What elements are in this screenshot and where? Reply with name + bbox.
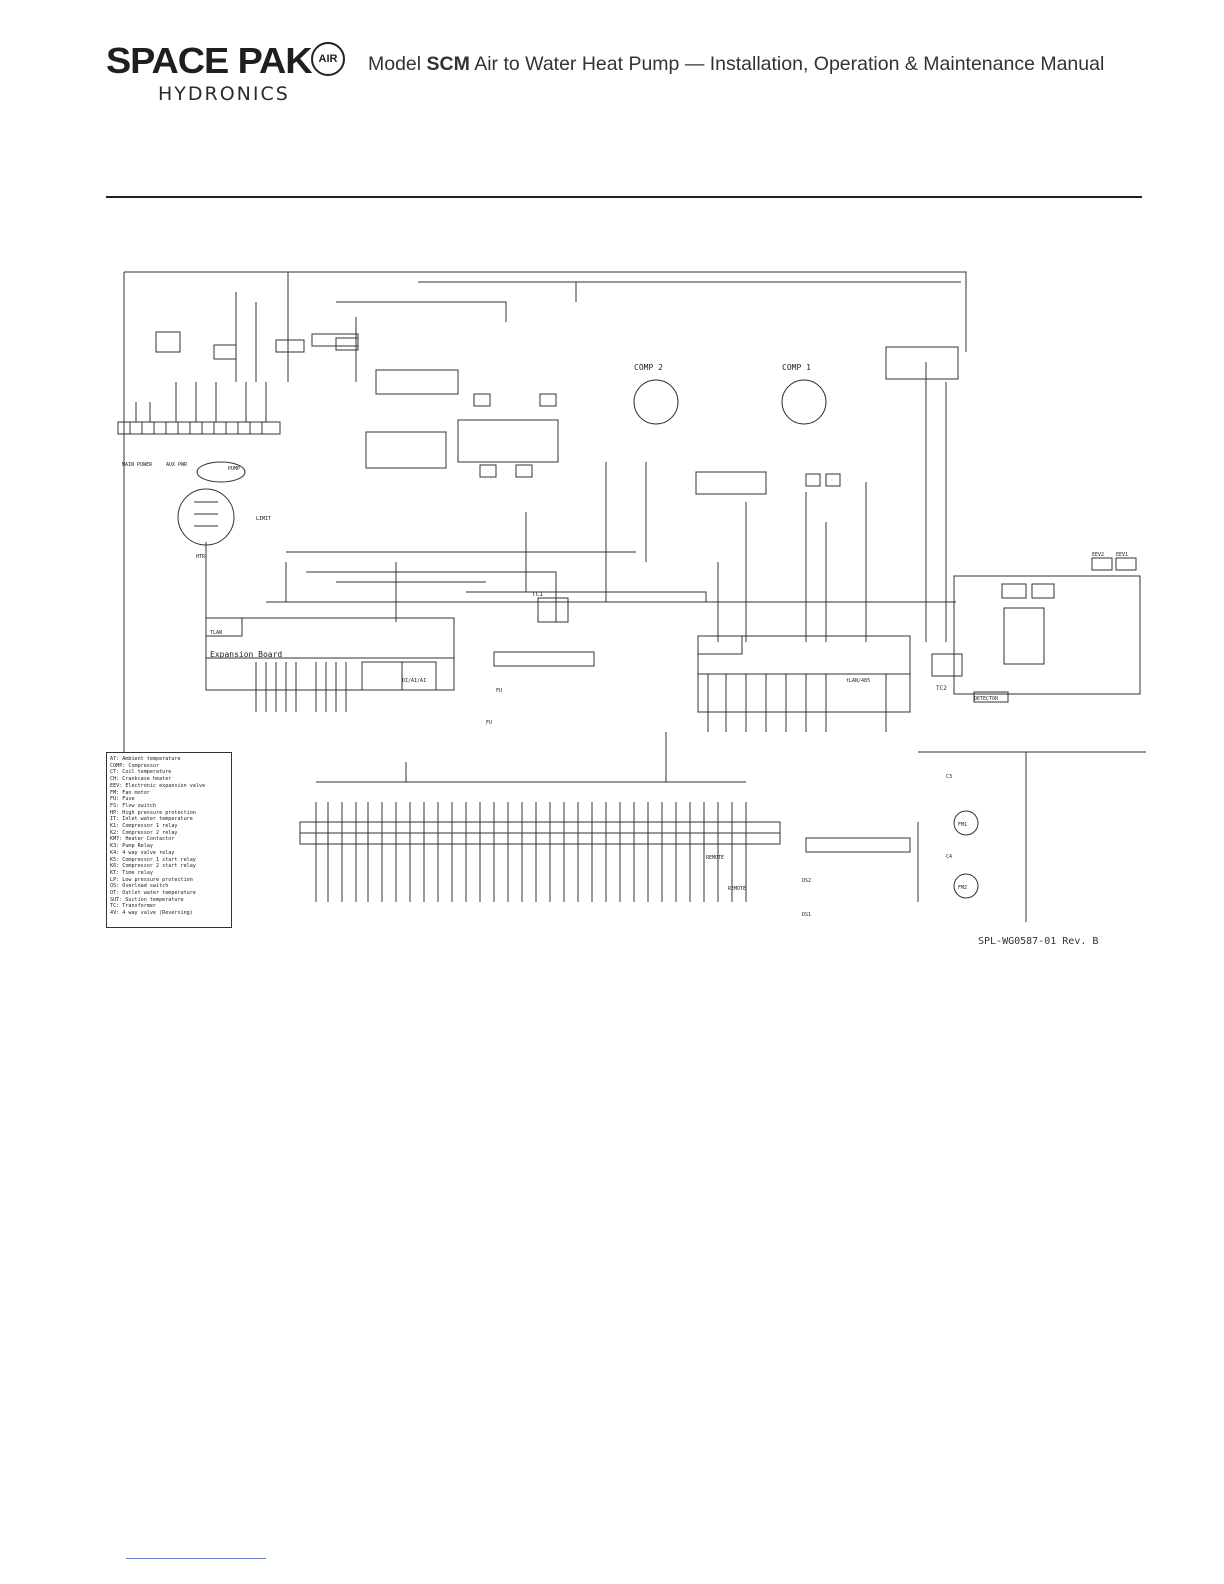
wiring-diagram-svg: COMP 2 COMP 1 Expansion Board MAIN POWER…: [117, 271, 1146, 922]
svg-text:LIMIT: LIMIT: [256, 516, 271, 522]
legend-item: KT: Time relay: [110, 869, 153, 876]
legend-item: FS: Flow switch: [110, 802, 157, 809]
legend-item: CH: Crankcase heater: [110, 776, 172, 783]
svg-text:FU: FU: [496, 688, 502, 694]
space-pak-logo: SPACE PAK AIR HYDRONICS: [106, 40, 346, 106]
header-divider: [106, 196, 1142, 198]
legend-item: FM: Fan motor: [110, 789, 150, 796]
svg-text:Expansion Board: Expansion Board: [210, 650, 282, 659]
svg-text:AUX PWR: AUX PWR: [166, 462, 188, 468]
svg-text:TC2: TC2: [936, 685, 947, 692]
legend-item: OS: Overload switch: [110, 883, 169, 890]
svg-text:FU: FU: [486, 720, 492, 726]
svg-text:FM1: FM1: [958, 822, 967, 828]
svg-text:PUMP: PUMP: [228, 466, 240, 472]
svg-text:HTR: HTR: [196, 554, 206, 560]
svg-text:TLAN: TLAN: [210, 630, 222, 636]
legend-item: K3: Pump Relay: [110, 843, 153, 850]
drawing-number: SPL-WG0587-01 Rev. B: [978, 936, 1099, 947]
wiring-diagram: COMP 2 COMP 1 Expansion Board MAIN POWER…: [106, 262, 1146, 962]
legend-item: TC: Transformer: [110, 903, 157, 910]
page-title: Model SCM Air to Water Heat Pump — Insta…: [368, 53, 1105, 75]
svg-text:EEV2: EEV2: [1092, 552, 1104, 558]
legend-item: AT: Ambient temperature: [110, 756, 181, 762]
legend-item: LP: Low pressure protection: [110, 876, 193, 883]
svg-text:C4: C4: [946, 854, 952, 860]
legend-item: IT: Inlet water temperature: [110, 816, 193, 823]
svg-text:DETECTOR: DETECTOR: [974, 696, 999, 702]
legend-item: HP: High pressure protection: [110, 809, 196, 816]
svg-text:C3: C3: [946, 774, 952, 780]
svg-text:DI/AI/AI: DI/AI/AI: [402, 678, 426, 684]
svg-text:EEV1: EEV1: [1116, 552, 1128, 558]
svg-text:MAIN POWER: MAIN POWER: [122, 462, 153, 468]
central-air-badge-icon: AIR: [311, 42, 345, 76]
svg-text:tLAN/485: tLAN/485: [846, 678, 870, 684]
legend-item: FU: Fuse: [110, 796, 135, 803]
logo-subtitle: HYDRONICS: [158, 83, 290, 105]
legend-item: EEV: Electronic expansion valve: [110, 782, 206, 789]
legend-item: K1: Compressor 1 relay: [110, 823, 178, 830]
footer-link-line: [126, 1558, 266, 1559]
svg-text:COMP 2: COMP 2: [634, 363, 663, 372]
legend-item: COMP: Compressor: [110, 762, 160, 769]
legend-item: 4V: 4 way valve (Reversing): [110, 910, 193, 917]
svg-text:DS2: DS2: [802, 878, 811, 884]
svg-text:TC1: TC1: [532, 591, 543, 598]
svg-text:DS1: DS1: [802, 912, 811, 918]
legend-item: OT: Outlet water temperature: [110, 890, 196, 897]
svg-text:REMOTE: REMOTE: [706, 855, 724, 861]
legend-item: K6: Compressor 2 start relay: [110, 863, 196, 870]
legend-item: K2: Compressor 2 relay: [110, 829, 178, 836]
legend-item: K5: Compressor 1 start relay: [110, 856, 196, 863]
svg-text:COMP 1: COMP 1: [782, 363, 811, 372]
legend-item: KM7: Heater Contactor: [110, 836, 175, 843]
legend-item: CT: Coil temperature: [110, 769, 172, 776]
logo-wordmark: SPACE PAK: [106, 40, 313, 81]
svg-text:REMOTE: REMOTE: [728, 886, 746, 892]
svg-text:FM2: FM2: [958, 885, 967, 891]
legend-item: K4: 4 way valve relay: [110, 849, 175, 856]
legend-item: SUT: Suction temperature: [110, 896, 184, 903]
